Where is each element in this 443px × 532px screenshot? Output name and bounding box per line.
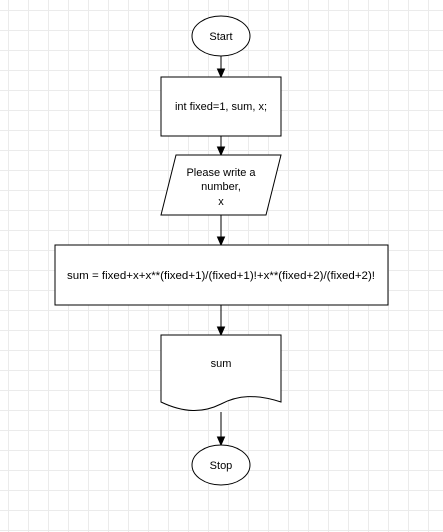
start-node[interactable]: Start: [191, 15, 251, 57]
compute-node[interactable]: sum = fixed+x+x**(fixed+1)/(fixed+1)!+x*…: [54, 244, 389, 306]
input-label-line-1: Please write a: [186, 167, 256, 179]
output-label: sum: [211, 358, 232, 370]
compute-label: sum = fixed+x+x**(fixed+1)/(fixed+1)!+x*…: [67, 270, 375, 282]
input-node[interactable]: Please write a number, x: [160, 154, 282, 216]
output-node[interactable]: sum: [160, 334, 282, 411]
declare-label: int fixed=1, sum, x;: [175, 101, 267, 113]
stop-label: Stop: [210, 460, 233, 472]
edge-start-declare: [216, 56, 226, 79]
start-label: Start: [209, 31, 232, 43]
stop-node[interactable]: Stop: [191, 444, 251, 486]
input-label-line-2: number,: [201, 181, 241, 193]
edge-output-stop: [216, 412, 226, 447]
edge-declare-input: [216, 136, 226, 157]
edge-compute-output: [216, 305, 226, 337]
edge-input-compute: [216, 215, 226, 247]
input-label-line-3: x: [218, 196, 224, 208]
declare-node[interactable]: int fixed=1, sum, x;: [160, 76, 282, 137]
